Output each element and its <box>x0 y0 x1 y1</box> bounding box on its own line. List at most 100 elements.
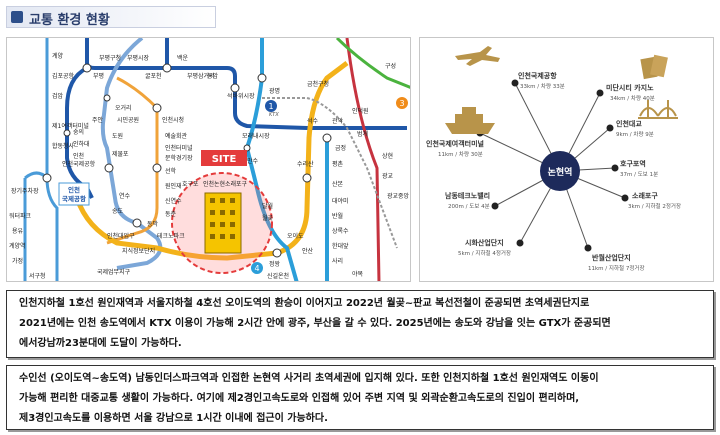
svg-text:제물포: 제물포 <box>112 150 129 158</box>
svg-text:부평구청: 부평구청 <box>99 54 121 62</box>
svg-text:동춘: 동춘 <box>165 210 177 218</box>
site-label: SITE <box>212 154 237 165</box>
svg-text:문학경기장: 문학경기장 <box>165 154 193 162</box>
svg-text:소래포구: 소래포구 <box>632 191 658 200</box>
airplane-icon <box>455 46 500 66</box>
svg-text:상록수: 상록수 <box>332 227 349 235</box>
svg-text:호구포: 호구포 <box>182 181 199 188</box>
svg-text:범계: 범계 <box>357 130 368 138</box>
svg-text:달월: 달월 <box>262 202 273 210</box>
svg-text:선학: 선학 <box>165 167 177 175</box>
svg-text:시화산업단지: 시화산업단지 <box>465 238 504 247</box>
svg-text:200m / 도보 4분: 200m / 도보 4분 <box>448 203 490 210</box>
svg-text:부평시장: 부평시장 <box>127 54 150 62</box>
svg-text:부평삼거리: 부평삼거리 <box>187 72 215 80</box>
summary-line: 2021년에는 인천 송도역에서 KTX 이용이 가능해 2시간 안에 광주, … <box>19 318 611 329</box>
svg-text:숭의: 숭의 <box>73 128 84 136</box>
title-marker-icon <box>11 11 23 23</box>
svg-text:제1여객터미널: 제1여객터미널 <box>52 122 89 130</box>
svg-text:반월산업단지: 반월산업단지 <box>592 253 631 262</box>
svg-text:인천대교: 인천대교 <box>616 119 642 128</box>
svg-text:연수: 연수 <box>119 192 131 200</box>
svg-text:계양역: 계양역 <box>9 242 26 250</box>
spoke-dots <box>476 79 629 252</box>
svg-text:인덕원: 인덕원 <box>352 107 369 115</box>
svg-text:시민공원: 시민공원 <box>117 116 139 124</box>
svg-text:인천국제공항: 인천국제공항 <box>62 160 96 168</box>
svg-text:금천구청: 금천구청 <box>307 80 329 88</box>
casino-icon <box>640 54 668 80</box>
svg-text:사리: 사리 <box>332 257 343 265</box>
svg-text:안산: 안산 <box>302 247 314 255</box>
svg-text:합동청사: 합동청사 <box>52 142 75 150</box>
svg-text:계양: 계양 <box>52 52 64 60</box>
svg-text:용유: 용유 <box>12 228 24 235</box>
svg-text:구성: 구성 <box>385 62 396 70</box>
summary-line: 에서강남까23분대에 도달이 가능하다. <box>19 338 182 349</box>
subway-map-svg: SITE 1 4 3 부평구청 부평 부평시장 백운 굴포천 부평삼거리 동암 … <box>7 38 410 281</box>
svg-text:11km / 차량 30분: 11km / 차량 30분 <box>438 150 483 158</box>
svg-text:인천: 인천 <box>68 185 80 194</box>
svg-text:가정: 가정 <box>12 257 23 265</box>
svg-text:금정: 금정 <box>335 145 346 152</box>
transport-summary-box-1: 인천지하철 1호선 원인재역과 서울지하철 4호선 오이도역의 환승이 이어지고… <box>6 290 714 358</box>
svg-text:5km / 지하철 4정거장: 5km / 지하철 4정거장 <box>458 249 511 257</box>
summary-line: 제3경인고속도를 이용하면 서울 강남으로 1시간 이내에 접근이 가능하다. <box>19 413 328 424</box>
svg-text:석바위시장: 석바위시장 <box>227 92 255 100</box>
svg-text:인천논현: 인천논현 <box>203 180 225 188</box>
svg-text:백운: 백운 <box>177 54 189 62</box>
svg-text:워터파크: 워터파크 <box>9 212 32 220</box>
svg-text:신길온천: 신길온천 <box>267 272 289 280</box>
svg-text:산본: 산본 <box>332 180 344 188</box>
svg-text:수리산: 수리산 <box>297 160 314 168</box>
svg-text:예술회관: 예술회관 <box>165 132 188 140</box>
summary-line: 인천지하철 1호선 원인재역과 서울지하철 4호선 오이도역의 환승이 이어지고… <box>19 298 590 309</box>
svg-text:모래내시장: 모래내시장 <box>242 132 270 140</box>
svg-text:소래포구: 소래포구 <box>225 180 248 188</box>
svg-text:광교: 광교 <box>382 173 394 180</box>
svg-text:평촌: 평촌 <box>332 160 344 168</box>
svg-text:만수: 만수 <box>247 157 259 165</box>
distance-diagram-svg: 논현역 인천국제공항 33km / 차량 33분 미단시티 카지노 34km /… <box>426 46 681 272</box>
site-label-box <box>201 150 247 166</box>
svg-text:1: 1 <box>268 102 273 111</box>
svg-text:송도: 송도 <box>112 207 124 215</box>
center-node <box>540 151 580 191</box>
svg-text:인천국제공항: 인천국제공항 <box>518 71 557 80</box>
svg-text:야목: 야목 <box>352 270 364 278</box>
svg-text:인천시청: 인천시청 <box>162 116 184 124</box>
bridge-icon <box>638 100 678 119</box>
svg-text:동막: 동막 <box>147 220 159 228</box>
svg-text:11km / 지하철 7정거장: 11km / 지하철 7정거장 <box>588 264 645 272</box>
svg-text:광명: 광명 <box>269 87 280 95</box>
svg-text:검암: 검암 <box>52 92 64 100</box>
svg-text:34km / 차량 40분: 34km / 차량 40분 <box>610 94 655 102</box>
svg-text:3: 3 <box>399 99 404 108</box>
ktx-label: KTX <box>269 112 279 118</box>
svg-text:관악: 관악 <box>332 117 344 125</box>
svg-text:석수: 석수 <box>307 117 319 125</box>
svg-text:동암: 동암 <box>207 72 219 80</box>
svg-text:인천: 인천 <box>73 152 84 160</box>
svg-text:굴포천: 굴포천 <box>145 72 162 80</box>
svg-text:남동테크노밸리: 남동테크노밸리 <box>445 191 490 200</box>
svg-text:호구포역: 호구포역 <box>620 159 646 168</box>
transport-summary-box-2: 수인선 (오이도역~송도역) 남동인더스파크역과 인접한 논현역 사거리 초역세… <box>6 365 714 430</box>
center-label: 논현역 <box>548 166 573 178</box>
svg-text:서구청: 서구청 <box>29 272 46 280</box>
svg-text:33km / 차량 33분: 33km / 차량 33분 <box>520 82 565 90</box>
page-title: 교통 환경 현황 <box>29 13 110 28</box>
svg-text:미단시티 카지노: 미단시티 카지노 <box>606 83 654 92</box>
svg-text:국제업무지구: 국제업무지구 <box>97 268 131 276</box>
svg-text:3km / 지하철 2정거장: 3km / 지하철 2정거장 <box>628 202 681 210</box>
line-badges: 1 4 3 <box>251 97 408 274</box>
place-labels: 인천국제공항 33km / 차량 33분 미단시티 카지노 34km / 차량 … <box>426 71 681 272</box>
distance-diagram: 논현역 인천국제공항 33km / 차량 33분 미단시티 카지노 34km /… <box>419 37 714 282</box>
svg-text:도원: 도원 <box>112 132 123 140</box>
airport-label: 인천 국제공항 <box>58 182 90 206</box>
svg-text:정왕: 정왕 <box>269 260 281 268</box>
svg-text:김포공항: 김포공항 <box>52 72 75 80</box>
svg-text:오이도: 오이도 <box>287 232 304 240</box>
svg-text:장기주차장: 장기주차장 <box>11 187 39 195</box>
svg-text:부평: 부평 <box>93 72 104 80</box>
